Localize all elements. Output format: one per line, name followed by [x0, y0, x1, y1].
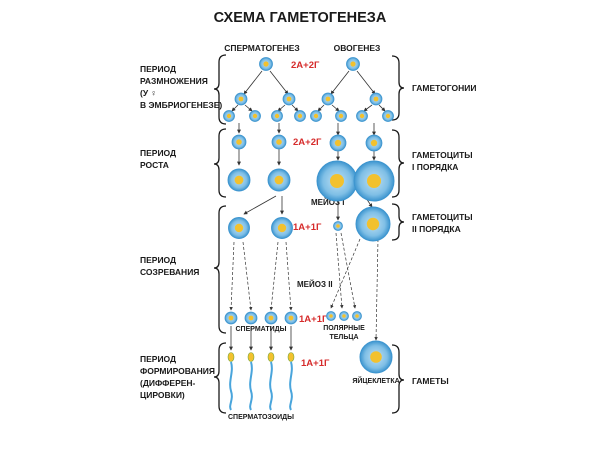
cell-spermatogonium: [259, 57, 273, 71]
cell-gametogonium: [369, 92, 383, 106]
stage-gametes: ГАМЕТЫ: [412, 376, 449, 386]
cell-gametogonium: [271, 110, 283, 122]
svg-text:ПЕРИОД: ПЕРИОД: [140, 148, 176, 158]
svg-text:ГАМЕТОЦИТЫ: ГАМЕТОЦИТЫ: [412, 150, 473, 160]
sperm-cell: [267, 352, 275, 411]
cell-growth-early: [271, 134, 287, 150]
formula-spermatids: 1А+1Г: [299, 314, 328, 325]
brace-gametocytes2: [391, 203, 405, 241]
arrows-meiosis-2: [229, 232, 379, 341]
stage-gametocytes1: ГАМЕТОЦИТЫ I ПОРЯДКА: [412, 150, 473, 172]
diagram-title: СХЕМА ГАМЕТОГЕНЕЗА: [214, 10, 387, 26]
cell-growth-early: [365, 134, 383, 152]
svg-text:(ДИФФЕРЕН-: (ДИФФЕРЕН-: [140, 378, 196, 388]
cell-spermatid: [284, 311, 298, 325]
label-egg: ЯЙЦЕКЛЕТКА: [352, 376, 399, 385]
brace-formation: [213, 342, 227, 414]
brace-maturation: [213, 205, 227, 334]
cell-egg: [359, 340, 393, 374]
svg-text:(У ♀: (У ♀: [140, 88, 157, 98]
formula-gametes: 1А+1Г: [301, 358, 330, 369]
cell-growth-early: [329, 134, 347, 152]
label-spermatozoa: СПЕРМАТОЗОИДЫ: [228, 414, 294, 421]
cell-secondary-spermatocyte: [228, 217, 250, 239]
svg-text:I ПОРЯДКА: I ПОРЯДКА: [412, 162, 458, 172]
column-oogenesis: ОВОГЕНЕЗ: [334, 43, 381, 53]
arrows-reproduction: [231, 70, 386, 136]
cell-gametogonium: [310, 110, 322, 122]
column-spermatogenesis: СПЕРМАТОГЕНЕЗ: [224, 43, 299, 53]
svg-text:ЦИРОВКИ): ЦИРОВКИ): [140, 390, 185, 400]
brace-gametocytes1: [391, 129, 405, 198]
svg-text:II ПОРЯДКА: II ПОРЯДКА: [412, 224, 461, 234]
cell-gametogonium: [356, 110, 368, 122]
cell-gametogonium: [321, 92, 335, 106]
cell-gametogonium: [335, 110, 347, 122]
period-maturation-label: ПЕРИОД СОЗРЕВАНИЯ: [140, 255, 199, 277]
brace-growth: [213, 128, 227, 198]
svg-text:ФОРМИРОВАНИЯ: ФОРМИРОВАНИЯ: [140, 366, 215, 376]
svg-text:ТЕЛЬЦА: ТЕЛЬЦА: [329, 334, 358, 341]
cell-gametogonium: [294, 110, 306, 122]
cell-primary-spermatocyte: [227, 168, 251, 192]
svg-text:РАЗМНОЖЕНИЯ: РАЗМНОЖЕНИЯ: [140, 76, 208, 86]
cell-polar-body-1: [333, 221, 343, 231]
cell-primary-spermatocyte: [267, 168, 291, 192]
formula-growth: 2А+2Г: [293, 137, 322, 148]
period-reproduction-label: ПЕРИОД РАЗМНОЖЕНИЯ (У ♀ В ЭМБРИОГЕНЕЗЕ): [140, 64, 222, 110]
cell-growth-early: [231, 134, 247, 150]
meiosis-1-label: МЕЙОЗ I: [311, 198, 344, 207]
cell-gametogonium: [282, 92, 296, 106]
label-polar-bodies: ПОЛЯРНЫЕ ТЕЛЬЦА: [323, 325, 365, 341]
svg-text:ПЕРИОД: ПЕРИОД: [140, 64, 176, 74]
svg-text:ПЕРИОД: ПЕРИОД: [140, 354, 176, 364]
cell-gametogonium: [382, 110, 394, 122]
period-growth-label: ПЕРИОД РОСТА: [140, 148, 176, 170]
meiosis-2-label: МЕЙОЗ II: [297, 280, 333, 289]
cell-secondary-oocyte: [355, 206, 391, 242]
cell-polar-body: [339, 311, 349, 321]
svg-text:РОСТА: РОСТА: [140, 160, 169, 170]
cell-polar-body: [352, 311, 362, 321]
sperm-cell: [247, 352, 255, 411]
brace-reproduction: [213, 54, 227, 125]
sperm-cell: [227, 352, 235, 411]
cell-gametogonium: [234, 92, 248, 106]
cell-spermatid: [244, 311, 258, 325]
svg-text:ГАМЕТОЦИТЫ: ГАМЕТОЦИТЫ: [412, 212, 473, 222]
stage-gametocytes2: ГАМЕТОЦИТЫ II ПОРЯДКА: [412, 212, 473, 234]
cell-spermatid: [224, 311, 238, 325]
svg-text:ПЕРИОД: ПЕРИОД: [140, 255, 176, 265]
arrows-meiosis-1: [243, 195, 373, 221]
cell-secondary-spermatocyte: [271, 217, 293, 239]
formula-reproduction: 2А+2Г: [291, 60, 320, 71]
svg-text:ПОЛЯРНЫЕ: ПОЛЯРНЫЕ: [323, 325, 365, 332]
period-formation-label: ПЕРИОД ФОРМИРОВАНИЯ (ДИФФЕРЕН- ЦИРОВКИ): [140, 354, 215, 400]
arrows-formation: [229, 326, 293, 351]
brace-gametes: [391, 344, 405, 414]
stage-gametogonia: ГАМЕТОГОНИИ: [412, 83, 476, 93]
cell-gametogonium: [223, 110, 235, 122]
cell-primary-oocyte: [316, 160, 358, 202]
cell-primary-oocyte: [353, 160, 395, 202]
svg-text:В ЭМБРИОГЕНЕЗЕ): В ЭМБРИОГЕНЕЗЕ): [140, 100, 222, 110]
arrows-growth: [237, 149, 376, 166]
svg-text:СОЗРЕВАНИЯ: СОЗРЕВАНИЯ: [140, 267, 199, 277]
cell-polar-body: [326, 311, 336, 321]
cell-spermatid: [264, 311, 278, 325]
brace-gametogonia: [391, 55, 405, 121]
sperm-cell: [287, 352, 295, 411]
cell-gametogonium: [249, 110, 261, 122]
label-spermatids: СПЕРМАТИДЫ: [235, 326, 286, 333]
formula-gametocytes2: 1А+1Г: [293, 222, 322, 233]
cell-oogonium: [346, 57, 360, 71]
